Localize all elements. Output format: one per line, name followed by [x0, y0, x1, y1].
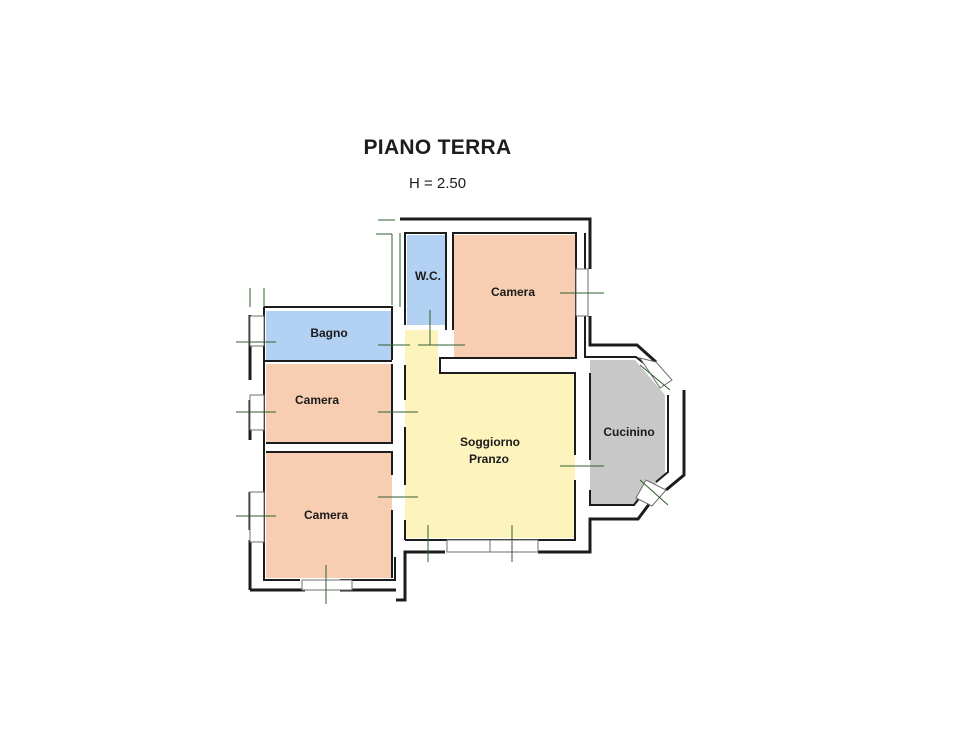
room-label-camera-mid: Camera	[295, 393, 339, 407]
room-label-bagno: Bagno	[310, 326, 347, 340]
room-bagno-fill	[266, 311, 392, 361]
window-bagno	[249, 315, 265, 347]
ceiling-height-label: H = 2.50	[408, 175, 467, 192]
window-soggiorno-2	[489, 539, 539, 553]
room-label-camera-top: Camera	[491, 285, 535, 299]
room-camera-top-fill	[454, 235, 576, 357]
room-soggiorno-fill	[397, 330, 575, 538]
windows	[249, 268, 673, 591]
inner-wall-lines	[263, 232, 669, 581]
room-label-pranzo: Pranzo	[469, 452, 509, 466]
door-markers	[236, 219, 671, 604]
window-camera-bottom-left	[249, 491, 265, 543]
room-label-wc: W.C.	[415, 269, 441, 283]
floor-title: PIANO TERRA	[363, 136, 512, 159]
room-wc-fill	[407, 235, 447, 325]
room-camera-mid-fill	[266, 364, 392, 443]
room-label-soggiorno: Soggiorno	[460, 435, 520, 449]
room-label-camera-bottom: Camera	[304, 508, 348, 522]
room-camera-bottom-fill	[266, 452, 392, 578]
room-cucinino-fill	[590, 360, 665, 505]
window-camera-bottom	[301, 579, 353, 591]
window-soggiorno-1	[446, 539, 491, 553]
window-cucinino-bottom	[635, 479, 667, 507]
window-cucinino-top	[638, 357, 673, 389]
room-label-cucinino: Cucinino	[603, 425, 654, 439]
